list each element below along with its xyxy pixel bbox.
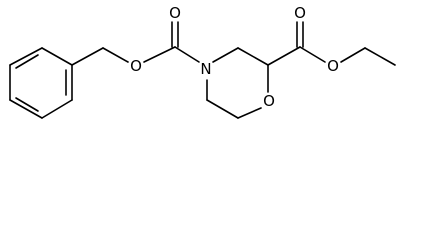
bond-ester-oxygen-to-carbonyl-carbon (143, 46, 176, 63)
benzene-ring (9, 47, 73, 119)
ring-oxygen-label: O (263, 92, 275, 110)
bond-c2-to-ester-carbon (267, 46, 301, 66)
ester-alkoxy-oxygen-label: O (327, 57, 339, 75)
bond-ring-oxygen-to-c6 (237, 107, 262, 119)
carbamate-ester-oxygen-label: O (130, 57, 142, 75)
morpholine-ring (206, 47, 269, 119)
bond-alkoxy-oxygen-to-ch2 (340, 47, 366, 63)
bond-ring-c2-c3 (9, 47, 43, 66)
bond-c6-to-c5 (206, 99, 239, 119)
bond-ring-c5-c6 (41, 99, 73, 119)
bond-ring-inner-2 (15, 97, 39, 112)
bond-ch2-to-ch3 (364, 47, 396, 66)
ethyl-ester-chain (267, 21, 396, 66)
ester-carbonyl-oxygen-label: O (294, 4, 306, 22)
atom-labels: O O N O O O (130, 4, 339, 110)
chemical-structure-diagram: O O N O O O (9, 4, 396, 119)
bond-ester-carbon-to-alkoxy-oxygen (299, 46, 326, 63)
bond-ring-c1-c2 (41, 47, 73, 66)
bond-c3-to-c2 (237, 47, 269, 66)
bond-ring-c4-c5 (9, 99, 43, 119)
benzyl-carbamate-chain (71, 21, 200, 66)
bond-ring-to-ch2 (71, 47, 104, 66)
ring-nitrogen-label: N (200, 60, 211, 78)
carbamate-carbonyl-oxygen-label: O (169, 4, 181, 22)
bond-ch2-to-ester-oxygen (102, 47, 129, 63)
bond-ring-inner-1 (15, 54, 39, 69)
bond-nitrogen-to-c3 (212, 47, 239, 63)
bond-carbonyl-carbon-to-nitrogen (174, 46, 200, 63)
